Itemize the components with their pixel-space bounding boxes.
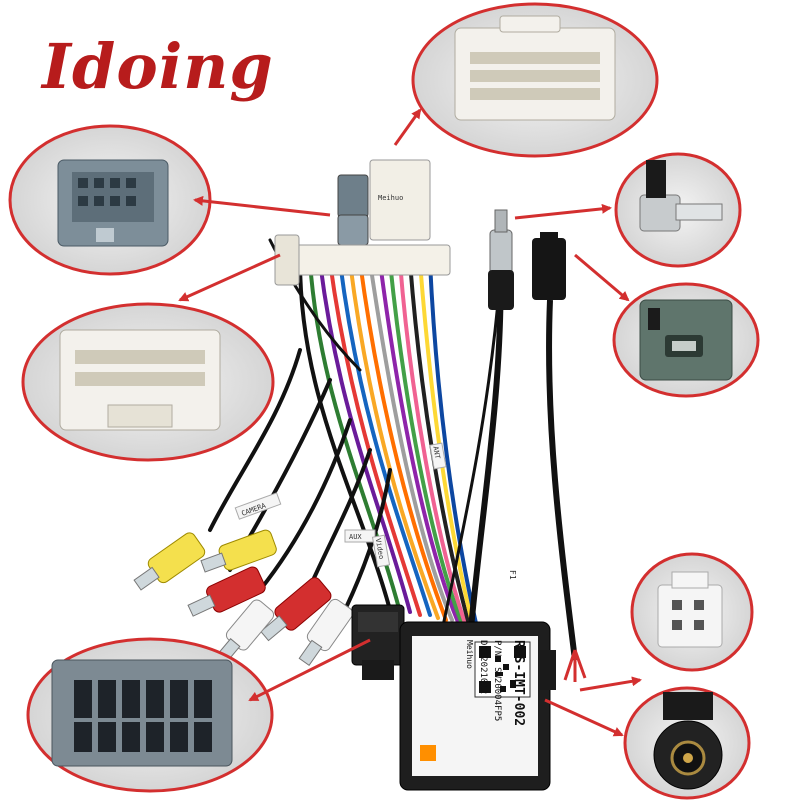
wire-tag-ant: ANT — [431, 446, 441, 461]
black-connector — [351, 604, 405, 680]
module-date-code: DC:2021012 — [478, 640, 488, 694]
callout-white-4pin — [630, 552, 754, 672]
svg-text:Meihuo: Meihuo — [378, 194, 403, 202]
wire-tag-f1: F1 — [508, 570, 517, 580]
callout-gray-16pin — [26, 637, 274, 793]
wire-bundle — [208, 238, 502, 642]
rca-plugs — [133, 529, 354, 666]
callout-round-socket — [623, 686, 751, 800]
callout-large-white-connector — [21, 302, 275, 462]
wire-labels: CAMERA AUX Video ANT F1 — [234, 442, 517, 580]
wire-tag-aux: AUX — [349, 533, 362, 541]
canbus-module: RPS-IMT-002 P/N: SW20004FP5 DC:2021012 M… — [399, 621, 556, 791]
callout-gray-connector — [8, 124, 212, 276]
usb-cable — [532, 232, 587, 682]
antenna-cable — [467, 209, 514, 641]
module-model: RPS-IMT-002 — [511, 640, 526, 726]
callout-top-white-connector — [411, 2, 659, 158]
callout-antenna-plug — [614, 152, 742, 268]
callout-mini-usb — [612, 282, 760, 398]
top-connector-group: Meihuo — [274, 159, 451, 286]
module-part-number: P/N: SW20004FP5 — [492, 640, 502, 721]
brand-logo: Idoing — [42, 30, 274, 103]
callout-arrows — [178, 108, 642, 737]
module-maker: Meihuo — [465, 640, 474, 669]
wire-tag-video: Video — [374, 538, 386, 560]
